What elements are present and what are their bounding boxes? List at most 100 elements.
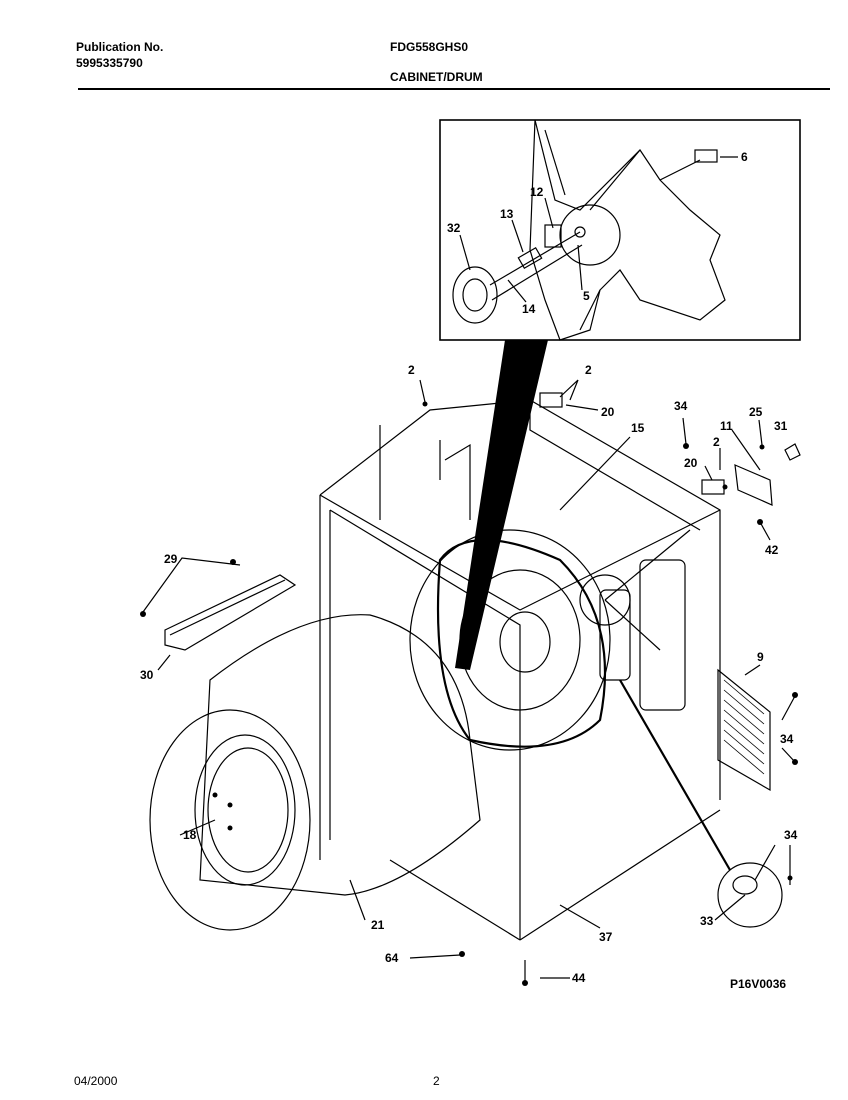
publication-label: Publication No. xyxy=(76,40,164,54)
spider-arm-right xyxy=(589,149,641,211)
drum-front-opening-inner xyxy=(207,747,289,873)
callout-20-right: 20 xyxy=(684,456,698,470)
motor-detail-33 xyxy=(717,862,783,928)
rear-bulkhead-inner xyxy=(459,569,581,711)
drawing-id: P16V0036 xyxy=(730,977,786,991)
leader-29 xyxy=(142,557,241,613)
leader-25 xyxy=(758,419,763,446)
inset-roller-hub xyxy=(462,278,488,312)
leader-30 xyxy=(157,654,171,671)
cabinet-line-art xyxy=(142,119,801,983)
callout-2-right: 2 xyxy=(713,435,720,449)
inset-callout-13: 13 xyxy=(500,207,514,221)
lint-duct-edge xyxy=(169,579,286,636)
callout-29: 29 xyxy=(164,552,178,566)
callout-15: 15 xyxy=(631,421,645,435)
cabinet-base xyxy=(389,809,721,941)
cabinet-front-edge xyxy=(329,509,521,940)
inset-frame xyxy=(439,119,801,341)
inset-hub-plate xyxy=(559,204,621,266)
spider-arm-top xyxy=(544,129,566,196)
callout-33: 33 xyxy=(700,914,714,928)
leader-37 xyxy=(559,904,601,929)
callout-25: 25 xyxy=(749,405,763,419)
lint-duct-30 xyxy=(164,574,297,651)
callout-34-top: 34 xyxy=(674,399,688,413)
spider-arm-bottom xyxy=(579,289,601,331)
callout-34-motor: 34 xyxy=(784,828,798,842)
drum-front-rim xyxy=(149,709,311,931)
inset-shaft-bottom xyxy=(491,244,583,301)
leader-2b xyxy=(559,379,579,401)
bracket-20-top xyxy=(539,392,563,408)
rear-bulkhead-hub xyxy=(499,611,551,673)
callout-44: 44 xyxy=(572,971,586,985)
inset-leader-14 xyxy=(507,279,527,303)
callout-2-top: 2 xyxy=(585,363,592,377)
publication-number: 5995335790 xyxy=(76,56,143,70)
access-panel-grille xyxy=(723,679,765,775)
inset-leader-cone xyxy=(455,340,548,670)
inset-clip-12 xyxy=(544,224,562,248)
inset-bracket-arm xyxy=(659,159,701,181)
inset-bearing-13 xyxy=(517,246,543,270)
footer-page: 2 xyxy=(433,1074,440,1088)
fastener-31 xyxy=(784,443,801,461)
access-panel-9 xyxy=(717,668,771,792)
leader-20b xyxy=(704,465,713,481)
cabinet-side-opening xyxy=(639,559,686,711)
bracket-20-right xyxy=(701,479,725,495)
inset-leader-12 xyxy=(544,197,554,229)
leader-34b xyxy=(781,695,796,763)
inset-callout-5: 5 xyxy=(583,289,590,303)
spider-line-1 xyxy=(604,529,691,601)
leader-18 xyxy=(179,819,216,836)
inset-callout-32: 32 xyxy=(447,221,461,235)
leader-42 xyxy=(759,521,771,541)
leader-20a xyxy=(565,404,599,411)
spider-line-2 xyxy=(604,599,661,651)
inset-spider-outline xyxy=(529,119,726,341)
inset-roller-32 xyxy=(452,266,498,324)
cabinet-side-opening-2 xyxy=(599,589,631,681)
leader-2a xyxy=(419,379,426,403)
callout-37: 37 xyxy=(599,930,613,944)
callout-64: 64 xyxy=(385,951,399,965)
inset-callout-12: 12 xyxy=(530,185,544,199)
inset-shaft-top xyxy=(489,231,581,286)
leader-21 xyxy=(349,879,366,921)
leader-15 xyxy=(559,436,631,511)
bracket-11 xyxy=(734,464,773,506)
callout-31: 31 xyxy=(774,419,788,433)
callout-11: 11 xyxy=(720,419,733,433)
inset-callout-6: 6 xyxy=(741,150,748,164)
callout-2-left: 2 xyxy=(408,363,415,377)
leader-64 xyxy=(409,954,461,959)
callout-9: 9 xyxy=(757,650,764,664)
leader-11 xyxy=(731,429,761,471)
motor-pulley xyxy=(732,875,758,895)
leader-9 xyxy=(744,664,761,676)
inset-leader-13 xyxy=(511,219,524,253)
cabinet-top-rail xyxy=(529,400,701,531)
leader-33 xyxy=(714,894,746,921)
callout-21: 21 xyxy=(371,918,385,932)
callout-30: 30 xyxy=(140,668,154,682)
header-rule xyxy=(78,88,830,90)
callout-34-right: 34 xyxy=(780,732,794,746)
leader-34a xyxy=(682,417,687,445)
inset-callout-14: 14 xyxy=(522,302,536,316)
drum-body xyxy=(199,614,481,896)
footer-date: 04/2000 xyxy=(74,1074,118,1088)
inset-leader-5 xyxy=(577,244,583,291)
callout-18: 18 xyxy=(183,828,197,842)
rear-bulkhead xyxy=(409,529,611,751)
section-title: CABINET/DRUM xyxy=(390,70,483,84)
motor-belt-path xyxy=(619,679,731,871)
drum-front-opening xyxy=(194,734,296,886)
callout-42: 42 xyxy=(765,543,779,557)
model-number: FDG558GHS0 xyxy=(390,40,469,54)
rear-spider-hub xyxy=(579,574,631,626)
inset-bracket-6 xyxy=(694,149,718,163)
